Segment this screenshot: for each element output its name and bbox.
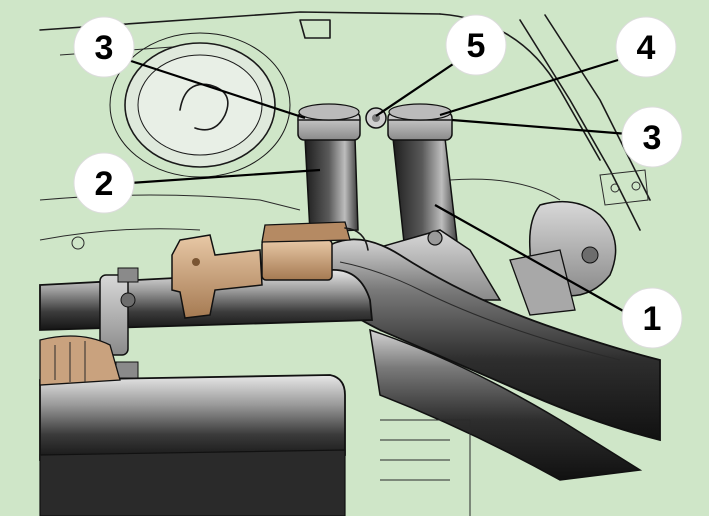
callout-3-right: 3 xyxy=(621,106,683,168)
oxygen-sensor xyxy=(171,221,369,319)
pipe-clamp xyxy=(99,267,139,379)
pipe-1-right xyxy=(387,103,459,253)
callout-4-label: 4 xyxy=(637,29,656,67)
lower-pipes xyxy=(39,328,643,516)
leader-1 xyxy=(434,204,626,313)
leader-5 xyxy=(375,57,463,117)
callout-5-label: 5 xyxy=(467,27,486,65)
callout-2: 2 xyxy=(73,152,135,214)
leader-4 xyxy=(439,58,619,117)
body-panel-lines xyxy=(39,11,651,250)
callout-3-right-label: 3 xyxy=(643,119,662,157)
callout-2-label: 2 xyxy=(95,165,114,203)
rubber-mount xyxy=(509,200,617,316)
main-exhaust-pipe xyxy=(319,238,661,442)
leader-3-right xyxy=(451,118,629,136)
callout-1-label: 1 xyxy=(643,300,662,338)
leader-lines xyxy=(127,57,629,313)
callout-3-left-label: 3 xyxy=(95,29,114,67)
pipe-2-left xyxy=(297,103,361,233)
spare-wheel-cover xyxy=(109,32,291,178)
callout-5: 5 xyxy=(445,14,507,76)
leader-2 xyxy=(129,168,321,185)
callout-4: 4 xyxy=(615,16,677,78)
callout-3-left: 3 xyxy=(73,16,135,78)
callout-1: 1 xyxy=(621,287,683,349)
leader-3-left xyxy=(127,58,306,120)
